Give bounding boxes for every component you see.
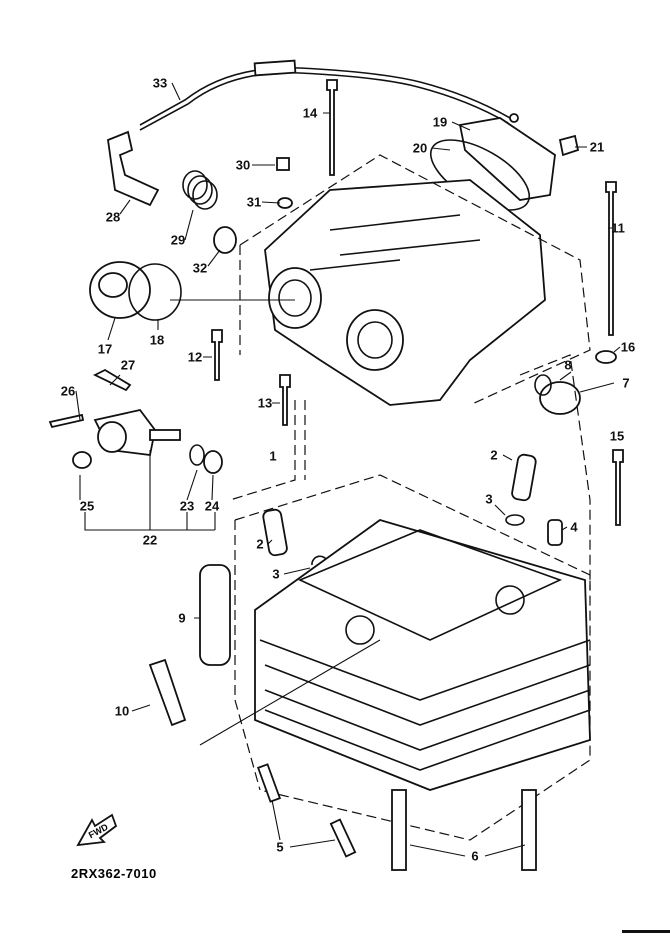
callout-27: 27 <box>120 357 136 373</box>
callout-30: 30 <box>235 157 251 173</box>
cylinder-head <box>254 519 591 791</box>
callout-28: 28 <box>105 209 121 225</box>
part-code: 2RX362-7010 <box>71 866 157 881</box>
callout-1: 1 <box>269 448 277 464</box>
oil-seal <box>213 226 237 254</box>
callout-21: 21 <box>589 139 605 155</box>
callout-29: 29 <box>170 232 186 248</box>
callout-33: 33 <box>152 75 168 91</box>
spark-plug-cover <box>199 564 231 666</box>
plug-cap <box>539 381 581 415</box>
spring <box>182 170 218 210</box>
callout-32: 32 <box>192 260 208 276</box>
callout-18: 18 <box>149 332 165 348</box>
tensioner <box>48 368 223 474</box>
callout-20: 20 <box>412 140 428 156</box>
callout-13: 13 <box>257 395 273 411</box>
callout-9: 9 <box>178 610 186 626</box>
lever-shaft <box>107 130 160 207</box>
callout-19: 19 <box>432 114 448 130</box>
callout-31: 31 <box>246 194 262 210</box>
callout-23: 23 <box>179 498 195 514</box>
cylinder-head-cover <box>264 179 546 406</box>
callout-22: 22 <box>142 532 158 548</box>
callout-14: 14 <box>302 105 318 121</box>
callout-15: 15 <box>609 428 625 444</box>
valve-guides <box>262 453 563 573</box>
studs <box>256 763 537 871</box>
callout-7: 7 <box>622 375 630 391</box>
callout-11: 11 <box>611 220 625 236</box>
callout-25: 25 <box>79 498 95 514</box>
callout-2: 2 <box>490 447 498 463</box>
cap <box>89 261 182 321</box>
throttle-cable <box>139 59 519 131</box>
callout-24: 24 <box>204 498 220 514</box>
callout-4: 4 <box>570 519 578 535</box>
bolts <box>211 79 624 526</box>
callout-16: 16 <box>620 339 636 355</box>
callout-3: 3 <box>485 491 493 507</box>
callout-10: 10 <box>114 703 130 719</box>
callout-12: 12 <box>187 349 203 365</box>
forward-arrow-icon <box>76 813 118 847</box>
leader-lines <box>75 82 621 857</box>
callout-3: 3 <box>272 566 280 582</box>
spark-plug <box>148 658 187 727</box>
callout-6: 6 <box>471 848 479 864</box>
callout-5: 5 <box>276 839 284 855</box>
callout-8: 8 <box>564 357 572 373</box>
corner-mark <box>622 930 670 933</box>
callout-2: 2 <box>256 536 264 552</box>
callout-26: 26 <box>60 383 76 399</box>
callout-17: 17 <box>97 341 113 357</box>
